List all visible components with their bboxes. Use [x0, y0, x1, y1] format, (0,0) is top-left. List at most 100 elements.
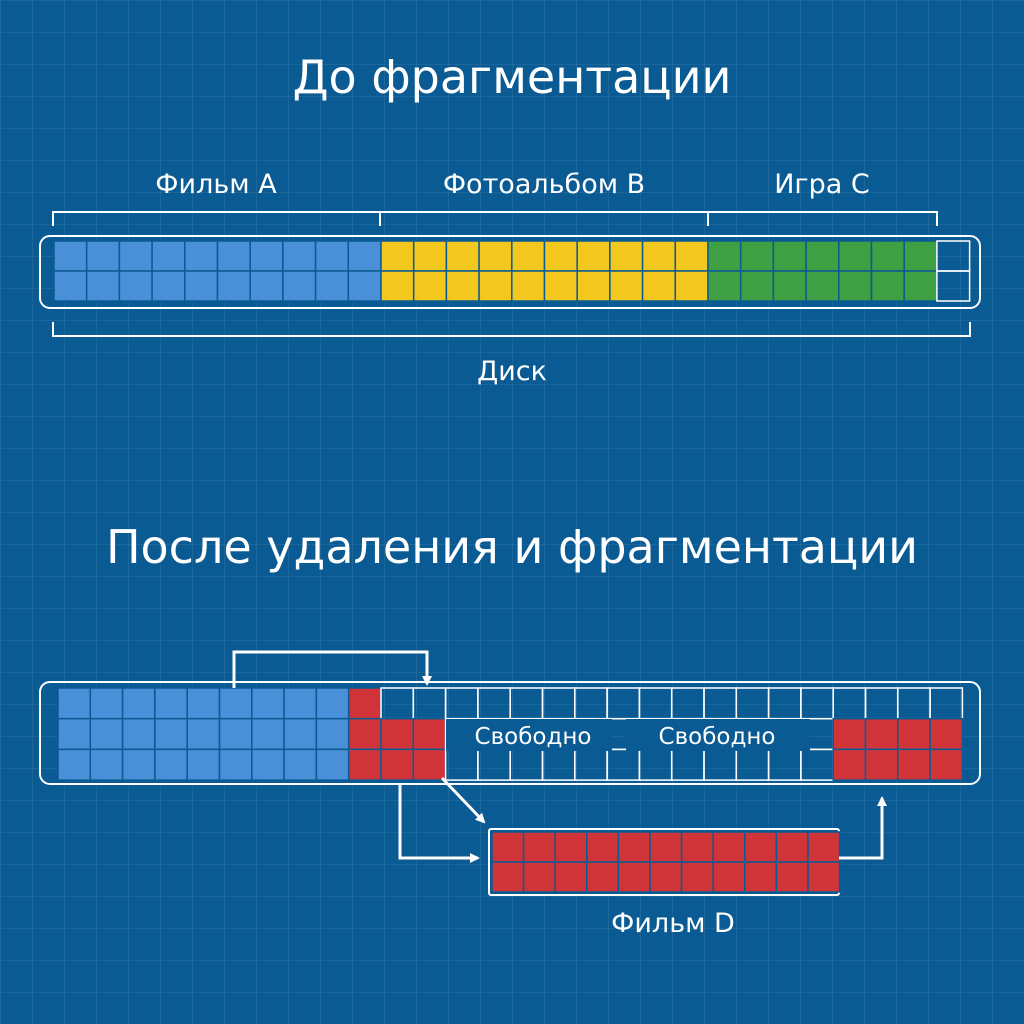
after-block-21-2 [735, 748, 770, 781]
block-0-9-0 [347, 240, 382, 272]
film-d-block-0-1 [491, 861, 525, 893]
arrow-top-loop [232, 650, 432, 688]
block-2-0-1 [707, 270, 742, 302]
disk-before [39, 235, 981, 309]
after-block-1-2 [89, 748, 124, 781]
after-block-16-0 [574, 687, 608, 720]
after-block-3-2 [154, 748, 188, 781]
after-block-14-2 [509, 748, 544, 781]
block-1-8-0 [641, 240, 677, 272]
after-block-12-2 [444, 748, 479, 781]
block-0-8-1 [314, 270, 350, 302]
after-block-24-1 [832, 717, 867, 751]
after-block-7-2 [283, 748, 318, 781]
film-d-block-2-1 [554, 861, 588, 893]
top-bracket [52, 211, 938, 226]
disk-before-blocks [53, 240, 971, 302]
film-d-block-10-0 [807, 831, 841, 863]
after-block-7-1 [283, 717, 318, 751]
after-block-22-0 [767, 687, 802, 720]
block-0-7-0 [282, 240, 317, 272]
after-block-26-0 [897, 687, 931, 720]
after-block-24-0 [832, 687, 867, 720]
arrow-up-to-disk [839, 796, 887, 860]
block-1-0-0 [380, 240, 415, 272]
after-block-23-2 [800, 748, 834, 781]
block-1-1-1 [412, 270, 448, 302]
block-1-5-1 [543, 270, 578, 302]
after-block-8-0 [315, 687, 350, 720]
photo-album-b-label: Фотоальбом B [443, 169, 645, 200]
block-2-5-1 [870, 270, 905, 302]
block-0-2-0 [118, 240, 153, 272]
after-block-9-1 [347, 717, 382, 751]
after-block-10-0 [380, 687, 415, 720]
block-2-2-0 [772, 240, 807, 272]
after-block-24-2 [832, 748, 867, 781]
film-d-block-2-0 [554, 831, 588, 863]
film-d-label: Фильм D [611, 908, 735, 939]
after-block-10-2 [380, 748, 415, 781]
after-block-11-2 [412, 748, 447, 781]
after-block-27-1 [929, 717, 964, 751]
before-title: До фрагментации [292, 50, 732, 104]
after-block-27-2 [929, 748, 964, 781]
after-block-25-0 [864, 687, 899, 720]
after-block-17-0 [606, 687, 641, 720]
film-d-block-7-1 [712, 861, 746, 893]
block-2-4-0 [838, 240, 873, 272]
block-1-6-0 [576, 240, 611, 272]
after-block-13-0 [477, 687, 511, 720]
after-block-15-0 [541, 687, 576, 720]
after-block-0-2 [57, 748, 92, 781]
after-block-20-0 [703, 687, 738, 720]
film-d-block-5-1 [649, 861, 683, 893]
disk-label: Диск [477, 356, 547, 387]
after-block-5-1 [218, 717, 253, 751]
after-block-20-2 [703, 748, 738, 781]
block-0-6-1 [249, 270, 284, 302]
disk-bracket [52, 322, 971, 337]
after-block-5-0 [218, 687, 253, 720]
block-1-4-0 [511, 240, 546, 272]
after-block-8-2 [315, 748, 350, 781]
after-block-13-2 [477, 748, 511, 781]
film-d-block-6-0 [680, 831, 714, 863]
after-block-6-0 [251, 687, 285, 720]
block-1-1-0 [412, 240, 448, 272]
block-0-7-1 [282, 270, 317, 302]
block-0-6-0 [249, 240, 284, 272]
after-block-23-0 [800, 687, 834, 720]
block-0-0-0 [53, 240, 88, 272]
after-block-9-0 [347, 687, 382, 720]
block-0-4-1 [184, 270, 219, 302]
block-2-6-1 [903, 270, 938, 302]
block-0-1-0 [85, 240, 121, 272]
block-2-1-0 [739, 240, 775, 272]
after-block-19-2 [670, 748, 705, 781]
after-block-6-2 [251, 748, 285, 781]
after-title: После удаления и фрагментации [105, 520, 919, 574]
after-block-26-2 [897, 748, 931, 781]
block-0-4-0 [184, 240, 219, 272]
block-0-8-0 [314, 240, 350, 272]
after-block-16-2 [574, 748, 608, 781]
free-block-0-1 [936, 270, 971, 302]
block-1-2-0 [445, 240, 480, 272]
after-block-3-0 [154, 687, 188, 720]
block-0-3-0 [151, 240, 186, 272]
block-0-1-1 [85, 270, 121, 302]
block-2-0-0 [707, 240, 742, 272]
block-0-2-1 [118, 270, 153, 302]
free-label-bg-2 [626, 719, 810, 751]
block-1-7-1 [609, 270, 644, 302]
after-block-2-1 [121, 717, 156, 751]
block-1-3-0 [478, 240, 513, 272]
free-label-1: Свободно [475, 724, 592, 750]
free-label-bg-1 [446, 719, 612, 751]
after-block-4-0 [186, 687, 221, 720]
film-d-block-4-0 [617, 831, 651, 863]
disk-after [39, 681, 981, 785]
after-block-1-1 [89, 717, 124, 751]
